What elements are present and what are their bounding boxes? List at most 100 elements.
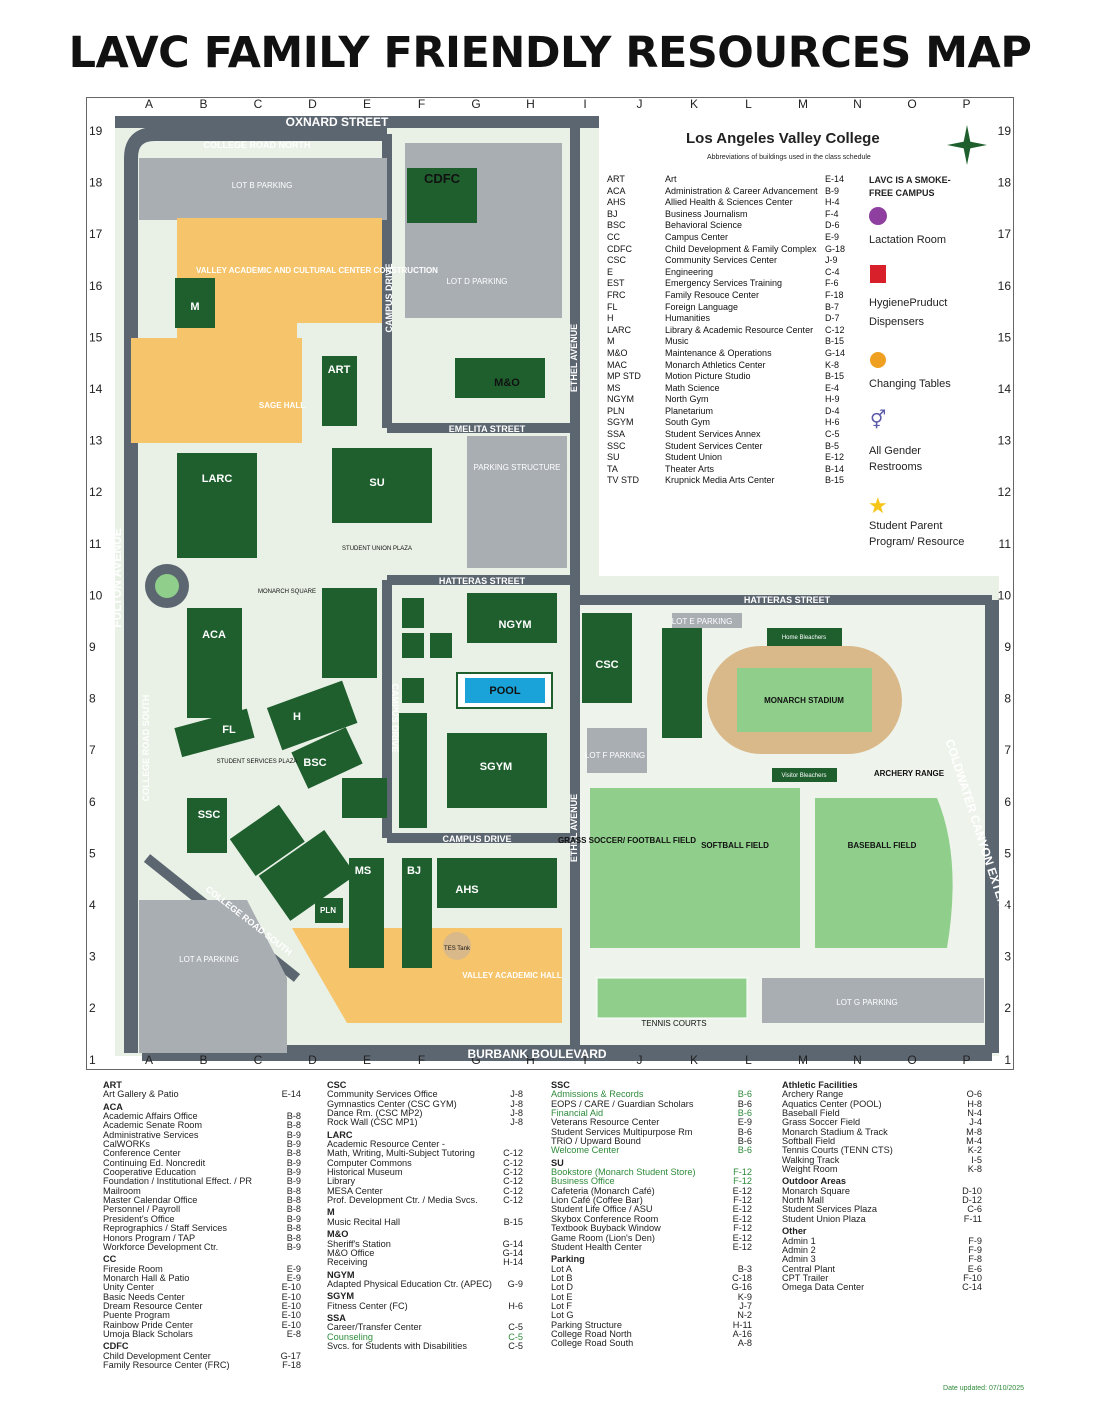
building-admin3 bbox=[402, 678, 424, 703]
college-road-north-label: COLLEGE ROAD NORTH bbox=[204, 140, 311, 150]
index-location: B-8 bbox=[286, 1120, 301, 1131]
aca-label: ACA bbox=[202, 629, 226, 641]
building-mac bbox=[662, 628, 702, 738]
legend-code: CDFC bbox=[607, 243, 632, 254]
grid-letter: I bbox=[583, 98, 586, 111]
legend-subtitle: Abbreviations of buildings used in the c… bbox=[707, 154, 871, 161]
grid-letter: N bbox=[853, 1053, 862, 1067]
parking-structure[interactable] bbox=[467, 436, 567, 568]
grid-number: 11 bbox=[999, 537, 1012, 551]
lot-b-parking[interactable] bbox=[139, 158, 387, 220]
legend-location: C-5 bbox=[825, 429, 840, 440]
index-location: C-12 bbox=[503, 1176, 523, 1187]
visitor-bleachers bbox=[772, 768, 837, 782]
legend-code: PLN bbox=[607, 405, 625, 416]
legend-code: MP STD bbox=[607, 371, 641, 382]
legend-name: Planetarium bbox=[665, 405, 714, 416]
index-name: Student Union Plaza bbox=[782, 1213, 866, 1224]
legend-name: South Gym bbox=[665, 417, 711, 428]
mo-label: M&O bbox=[494, 377, 520, 389]
grid-letter: L bbox=[745, 98, 752, 111]
grid-letter: A bbox=[145, 1053, 153, 1067]
index-location: E-12 bbox=[732, 1204, 752, 1215]
buildings[interactable] bbox=[174, 168, 702, 968]
index-location: F-11 bbox=[963, 1213, 982, 1224]
ahs-label: AHS bbox=[455, 884, 478, 896]
grid-letter: C bbox=[254, 98, 263, 111]
index-heading: CSC bbox=[327, 1080, 347, 1090]
index-location: B-6 bbox=[737, 1145, 752, 1156]
building-ssc bbox=[187, 798, 227, 853]
lot-g-parking[interactable] bbox=[762, 978, 984, 1023]
legend-icons: ⚥ ★ bbox=[868, 125, 987, 518]
index-name: Student Health Center bbox=[551, 1241, 642, 1252]
building-ms bbox=[349, 858, 384, 968]
index-name: Foundation / Institutional Effect. / PR bbox=[103, 1176, 252, 1187]
legend-name: Humanities bbox=[665, 313, 711, 324]
index-row: Lion Café (Coffee Bar)F-12 bbox=[551, 1195, 752, 1205]
baseball-field[interactable] bbox=[815, 798, 953, 948]
index-location: B-8 bbox=[286, 1223, 301, 1234]
index-location: J-4 bbox=[969, 1117, 982, 1128]
lot-e-parking[interactable] bbox=[672, 613, 742, 628]
cdfc-label: CDFC bbox=[424, 171, 461, 186]
grid-letter: I bbox=[583, 1053, 586, 1067]
index-heading: Outdoor Areas bbox=[782, 1176, 846, 1187]
index-name: Grass Soccer Field bbox=[782, 1117, 861, 1128]
index-location: J-7 bbox=[739, 1300, 752, 1311]
grid-number: 6 bbox=[89, 795, 96, 809]
index-name: CalWORKs bbox=[103, 1139, 150, 1150]
changing-table-icon bbox=[870, 352, 886, 368]
grid-number: 2 bbox=[1004, 1001, 1011, 1015]
legend-name: Child Development & Family Complex bbox=[665, 243, 817, 254]
grid-number: 13 bbox=[998, 434, 1012, 448]
legend-location: C-12 bbox=[825, 324, 845, 335]
legend-location: D-4 bbox=[825, 405, 840, 416]
grid-number: 1 bbox=[89, 1053, 96, 1067]
legend-code: EST bbox=[607, 278, 625, 289]
index-location: B-8 bbox=[286, 1195, 301, 1206]
legend-code: LARC bbox=[607, 324, 632, 335]
legend-name: Math Science bbox=[665, 382, 720, 393]
grid-letter: F bbox=[418, 98, 425, 111]
grid-letter: C bbox=[254, 1053, 263, 1067]
legend-location: B-14 bbox=[825, 463, 845, 474]
hatteras-east-label: HATTERAS STREET bbox=[744, 595, 831, 605]
index-row: Family Resource Center (FRC)F-18 bbox=[103, 1360, 301, 1370]
soccer-field[interactable] bbox=[590, 788, 670, 948]
grid-number: 1 bbox=[1004, 1053, 1011, 1067]
grid-letter: H bbox=[526, 1053, 535, 1067]
tennis-courts[interactable] bbox=[596, 977, 748, 1019]
lot-f-parking[interactable] bbox=[587, 728, 647, 773]
index-location: E-10 bbox=[281, 1300, 301, 1311]
softball-field[interactable] bbox=[670, 788, 800, 948]
grid-letter: E bbox=[363, 98, 371, 111]
grid-number: 14 bbox=[89, 382, 103, 396]
index-location: B-9 bbox=[286, 1139, 301, 1150]
index-name: Fireside Room bbox=[103, 1263, 163, 1274]
index-row: Grass Soccer Field J-4 bbox=[782, 1117, 982, 1128]
legend-code: TV STD bbox=[607, 475, 640, 486]
grid-letter: E bbox=[363, 1053, 371, 1067]
lot-a-parking[interactable] bbox=[139, 900, 287, 1053]
legend-entry: PLN Planetarium D-4 bbox=[607, 406, 859, 418]
index-heading: SSC bbox=[551, 1080, 570, 1090]
index-name: Library bbox=[327, 1176, 356, 1187]
index-name: Lot G bbox=[551, 1310, 574, 1321]
